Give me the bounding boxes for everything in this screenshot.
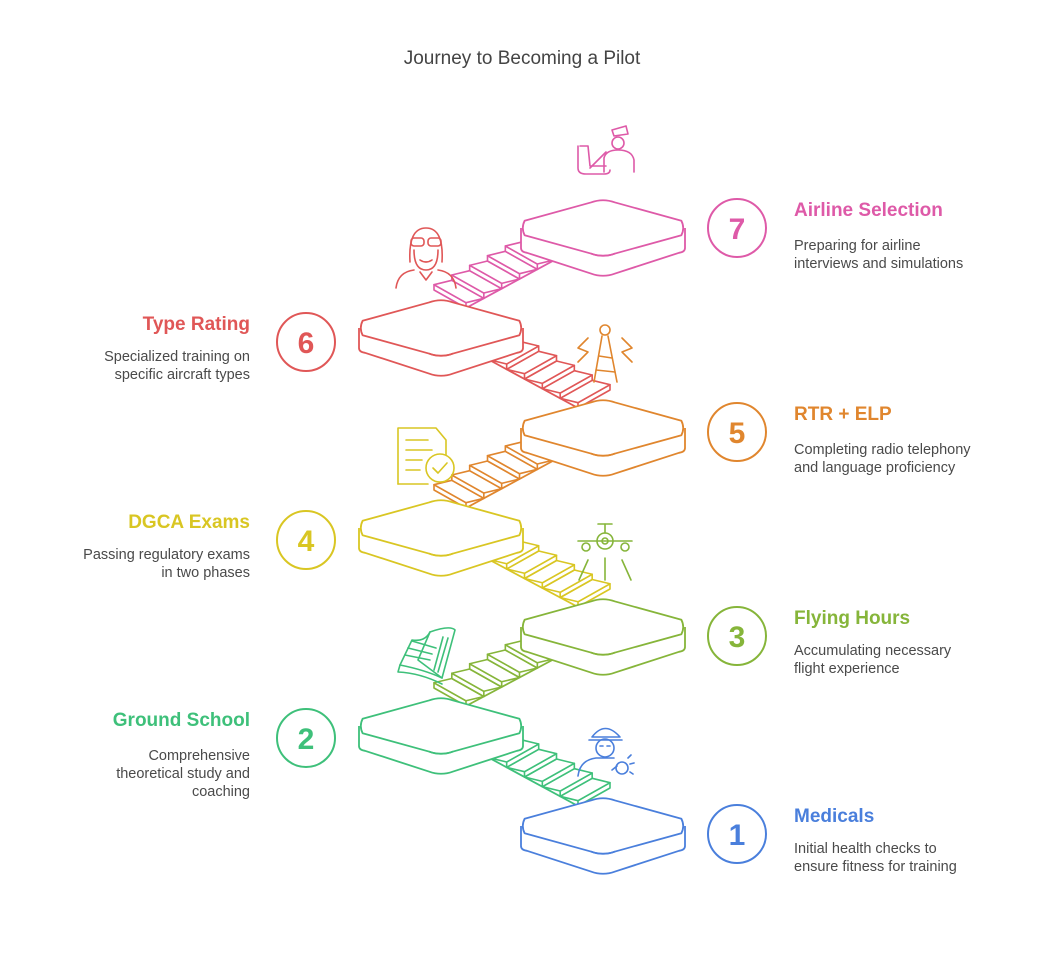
step-2-number-badge: 2 [276, 708, 336, 768]
step-6-title: Type Rating [142, 314, 250, 335]
step-3-title: Flying Hours [794, 608, 911, 629]
airplane-icon [577, 523, 633, 581]
step-6-number: 6 [298, 327, 315, 360]
platform-step-7 [520, 199, 686, 277]
step-5-title: RTR + ELP [794, 404, 892, 425]
step-2-title: Ground School [112, 710, 250, 731]
step-7-number: 7 [729, 213, 746, 246]
radio-tower-icon [577, 324, 633, 383]
step-1-title: Medicals [794, 806, 875, 827]
platform-step-1 [520, 797, 686, 875]
pilot-seat-icon [577, 125, 635, 175]
step-3-number: 3 [729, 621, 746, 654]
step-2-number: 2 [298, 723, 315, 756]
step-6-number-badge: 6 [276, 312, 336, 372]
platform-step-3 [520, 598, 686, 676]
step-1-number-badge: 1 [707, 804, 767, 864]
step-4-description: Passing regulatory exams in two phases [83, 547, 250, 581]
step-4-number-badge: 4 [276, 510, 336, 570]
pilot-health-check-icon [577, 727, 635, 777]
step-1-number: 1 [729, 819, 746, 852]
pilot-avatar-icon [395, 227, 457, 289]
book-icon [397, 627, 456, 685]
step-4-number: 4 [298, 525, 315, 558]
step-7-title: Airline Selection [794, 200, 943, 221]
step-5-number: 5 [729, 417, 746, 450]
step-1-description: Initial health checks to ensure fitness … [794, 841, 957, 875]
step-7-number-badge: 7 [707, 198, 767, 258]
step-4-title: DGCA Exams [128, 512, 250, 533]
step-6-description: Specialized training on specific aircraf… [104, 349, 250, 383]
platform-step-2 [358, 697, 524, 775]
step-7-description: Preparing for airline interviews and sim… [794, 238, 964, 272]
step-5-number-badge: 5 [707, 402, 767, 462]
step-3-description: Accumulating necessary flight experience [794, 643, 952, 677]
step-3-number-badge: 3 [707, 606, 767, 666]
document-check-icon [397, 427, 455, 485]
platform-step-4 [358, 499, 524, 577]
step-2-description: Comprehensive theoretical study and coac… [116, 748, 250, 800]
platform-step-6 [358, 299, 524, 377]
step-5-description: Completing radio telephony and language … [794, 442, 971, 476]
diagram-title: Journey to Becoming a Pilot [403, 48, 641, 69]
platform-step-5 [520, 399, 686, 477]
